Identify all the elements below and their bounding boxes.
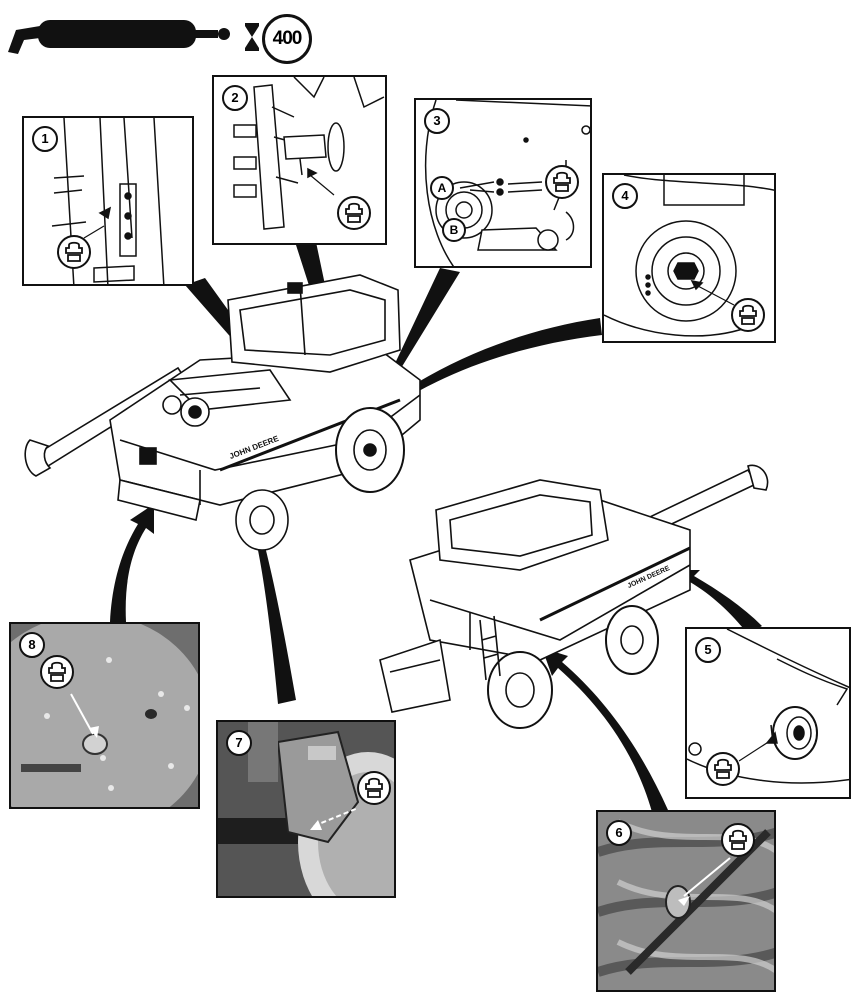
- detail-panel-3: A B 3: [414, 98, 592, 268]
- grease-fitting-icon: [706, 752, 740, 786]
- panel-number-6: 6: [606, 820, 632, 846]
- leader-arrow-8: [110, 504, 154, 622]
- panel-1-drawing: [51, 118, 165, 284]
- panel-8-photo: [11, 624, 198, 807]
- grease-fitting-icon: [337, 196, 371, 230]
- service-interval-badge: 400: [262, 14, 312, 64]
- leader-arrow-5: [672, 570, 762, 634]
- panel-4-drawing: [604, 175, 774, 337]
- callout-b: B: [442, 218, 466, 242]
- panel-number-4: 4: [612, 183, 638, 209]
- detail-panel-4: 4: [602, 173, 776, 343]
- leader-arrow-4: [372, 318, 602, 413]
- leader-arrow-7: [242, 490, 296, 704]
- grease-gun-icon: [8, 20, 230, 54]
- grease-fitting-icon: [357, 771, 391, 805]
- detail-panel-1: 1: [22, 116, 194, 286]
- grease-fitting-icon: [731, 298, 765, 332]
- grease-fitting-icon: [57, 235, 91, 269]
- grease-fitting-icon: [40, 655, 74, 689]
- leader-arrow-6: [542, 648, 668, 812]
- detail-panel-2: 2: [212, 75, 387, 245]
- panel-number-3: 3: [424, 108, 450, 134]
- panel-5-drawing: [687, 629, 849, 784]
- panel-number-8: 8: [19, 632, 45, 658]
- detail-panel-5: 5: [685, 627, 851, 799]
- combine-upper-left: [24, 274, 421, 551]
- panel-number-2: 2: [222, 85, 248, 111]
- grease-fitting-icon: [545, 165, 579, 199]
- panel-2-drawing: [233, 77, 385, 230]
- panel-number-7: 7: [226, 730, 252, 756]
- panel-number-1: 1: [32, 126, 58, 152]
- panel-number-5: 5: [695, 637, 721, 663]
- grease-fitting-icon: [721, 823, 755, 857]
- detail-panel-6: 6: [596, 810, 776, 992]
- combine-lower-right: [379, 464, 769, 729]
- detail-panel-8: 8: [9, 622, 200, 809]
- hourglass-icon: [245, 23, 259, 51]
- callout-a: A: [430, 176, 454, 200]
- detail-panel-7: 7: [216, 720, 396, 898]
